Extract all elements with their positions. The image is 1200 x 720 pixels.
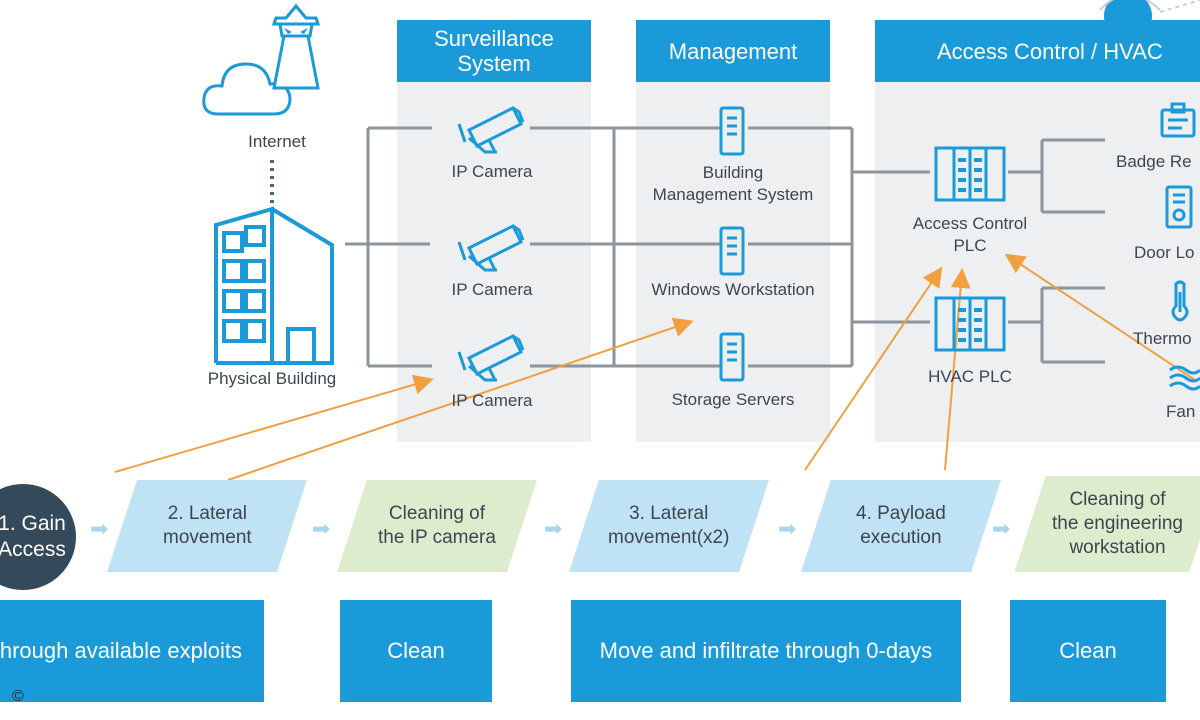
plc-icon bbox=[934, 296, 1006, 352]
bottom-box-exploits-label: Break in through available exploits bbox=[0, 638, 242, 663]
bottom-box-0days: Move and infiltrate through 0-days bbox=[571, 600, 961, 702]
step-cleaning-engineering-workstation-label: Cleaning of the engineering workstation bbox=[1052, 489, 1183, 558]
hvac-plc-label: HVAC PLC bbox=[928, 367, 1012, 386]
step-cleaning-engineering-workstation: Cleaning of the engineering workstation bbox=[1014, 476, 1200, 572]
badge-reader-label: Badge Re bbox=[1116, 152, 1192, 171]
step-arrow-icon: ➡ bbox=[90, 516, 109, 541]
bottom-box-clean-2: Clean bbox=[1010, 600, 1166, 702]
step-cleaning-ip-camera-label: Cleaning of the IP camera bbox=[378, 503, 496, 548]
fan-label: Fan bbox=[1166, 402, 1196, 421]
building-icon bbox=[214, 206, 334, 365]
header-surveillance: Surveillance System bbox=[397, 20, 591, 82]
thermometer-icon bbox=[1171, 280, 1189, 322]
access-hvac-panel bbox=[875, 80, 1200, 442]
step-gain-access-label: 1. Gain Access bbox=[0, 512, 66, 561]
step-payload-execution: 4. Payload execution bbox=[801, 480, 1001, 572]
bottom-box-clean-2-label: Clean bbox=[1059, 638, 1117, 663]
copyright-mark: © bbox=[12, 688, 24, 705]
step-arrow-icon: ➡ bbox=[312, 516, 331, 541]
bottom-box-0days-label: Move and infiltrate through 0-days bbox=[599, 638, 933, 663]
door-lock-label: Door Lo bbox=[1134, 243, 1195, 262]
physical-building-label: Physical Building bbox=[207, 369, 337, 388]
step-arrow-icon: ➡ bbox=[992, 516, 1011, 541]
door-lock-icon bbox=[1165, 185, 1193, 229]
ip-camera-label: IP Camera bbox=[451, 162, 533, 181]
step-payload-execution-label: 4. Payload execution bbox=[856, 503, 946, 548]
step-lateral-movement: 2. Lateral movement bbox=[107, 480, 307, 572]
storage-servers-label: Storage Servers bbox=[671, 390, 795, 409]
server-icon bbox=[719, 106, 745, 156]
fan-icon bbox=[1169, 365, 1200, 391]
step-lateral-movement-label: 2. Lateral movement bbox=[162, 503, 252, 548]
badge-reader-icon bbox=[1160, 102, 1196, 138]
step-arrow-icon: ➡ bbox=[778, 516, 797, 541]
bms-label: Building Management System bbox=[652, 163, 814, 204]
plc-icon bbox=[934, 146, 1006, 202]
ip-camera-icon bbox=[457, 106, 525, 154]
ip-camera-icon bbox=[457, 224, 525, 272]
internet-label: Internet bbox=[248, 132, 306, 151]
internet-icon bbox=[202, 3, 321, 116]
bottom-box-clean-1-label: Clean bbox=[387, 638, 445, 663]
access-control-plc-label: Access Control PLC bbox=[912, 214, 1028, 255]
ip-camera-icon bbox=[457, 334, 525, 382]
thermostat-label: Thermo bbox=[1133, 329, 1192, 348]
header-management: Management bbox=[636, 20, 830, 82]
step-lateral-movement-x2-label: 3. Lateral movement(x2) bbox=[608, 503, 730, 548]
step-cleaning-ip-camera: Cleaning of the IP camera bbox=[337, 480, 537, 572]
step-arrow-icon: ➡ bbox=[544, 516, 563, 541]
bottom-box-clean-1: Clean bbox=[340, 600, 492, 702]
server-icon bbox=[719, 332, 745, 382]
windows-workstation-label: Windows Workstation bbox=[651, 280, 815, 299]
step-lateral-movement-x2: 3. Lateral movement(x2) bbox=[569, 480, 769, 572]
management-panel bbox=[636, 80, 830, 442]
ip-camera-label: IP Camera bbox=[451, 280, 533, 299]
bottom-box-exploits: Break in through available exploits bbox=[0, 600, 264, 702]
ip-camera-label: IP Camera bbox=[451, 391, 533, 410]
server-icon bbox=[719, 226, 745, 276]
